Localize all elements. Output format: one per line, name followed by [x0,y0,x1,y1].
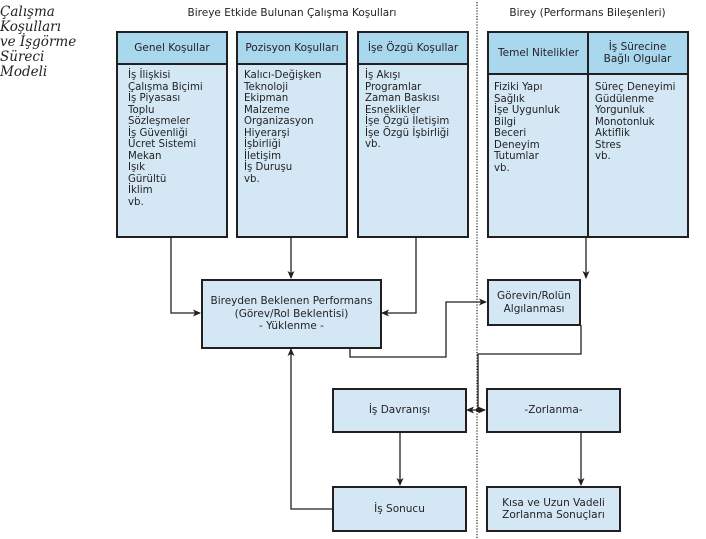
arrow-expected-to-perception [349,298,487,358]
list-item: Yorgunluk [595,105,645,116]
list-item: Monotonluk [595,116,655,128]
list-item: Beceri [494,128,527,139]
list-item: Organizasyon [244,116,314,127]
list-item: İş Güvenliği [128,127,188,139]
process-factors-header: İş Sürecine Bağlı Olgular [588,33,687,73]
list-item: Toplu [128,104,155,116]
diagram-title-line: Koşulları [0,19,61,35]
item-list: İş Akışı Programlar Zaman Baskısı Esnekl… [365,70,449,151]
diagram-title-line: Modeli [0,64,48,80]
arrow-result-feedback [287,348,332,510]
box-line: Zorlanma Sonuçları [502,509,605,521]
column-divider [587,33,589,236]
list-item: İletişim [244,150,281,162]
strain-results-box: Kısa ve Uzun Vadeli Zorlanma Sonuçları [486,486,621,532]
header-line: İş Sürecine [608,41,667,53]
list-item: Mekan [128,150,162,162]
list-item: vb. [244,173,260,185]
diagram-title: Çalışma Koşulları ve İşgörme Süreci Mode… [0,5,110,80]
box-header: Genel Koşullar [118,33,226,65]
list-item: Hiyerarşi [244,127,290,139]
list-item: İşe Özgü İletişim [365,116,450,127]
list-item: Sağlık [494,93,525,105]
box-line: İş Sonucu [374,502,425,515]
arrow-job-to-expected [381,237,417,317]
list-item: Sözleşmeler [128,116,190,127]
item-list: İş İlişkisi Çalışma Biçimi İş Piyasası T… [128,70,203,208]
list-item: Ekipman [244,93,289,104]
list-item: İş Piyasası [128,93,181,104]
box-header: İşe Özgü Koşullar [359,33,467,65]
box-line: Görevin/Rolün [497,290,571,302]
diagram-title-line: ve İşgörme [0,34,77,50]
process-factors-list: Süreç Deneyimi Güdülenme Yorgunluk Monot… [595,82,675,163]
job-specific-conditions-box: İşe Özgü Koşullar İş Akışı Programlar Za… [357,31,469,238]
list-item: İklim [128,185,153,196]
work-behavior-box: İş Davranışı [332,388,467,433]
box-header: Pozisyon Koşulları [238,33,346,65]
list-item: Teknoloji [244,81,289,93]
list-item: İşe Özgü İşbirliği [365,127,450,139]
individual-section-title: Birey (Performans Bileşenleri) [509,7,666,19]
position-conditions-box: Pozisyon Koşulları Kalıcı-Değişken Tekno… [236,31,348,238]
list-item: Zaman Baskısı [365,93,440,104]
strain-box: -Zorlanma- [486,388,621,433]
box-line: Bireyden Beklenen Performans [210,295,373,308]
role-perception-box: Görevin/Rolün Algılanması [487,279,581,326]
list-item: Esneklikler [365,104,421,116]
list-item: Fiziki Yapı [494,82,543,93]
list-item: Bilgi [494,116,516,128]
list-item: İşe Uygunluk [494,105,560,116]
list-item: Aktiflik [595,128,630,139]
box-line: Kısa ve Uzun Vadeli [502,496,605,509]
line-perception-to-behavior [477,325,582,410]
list-item: Çalışma Biçimi [128,81,203,93]
list-item: İşbirliği [244,139,281,150]
box-line: -Zorlanma- [524,404,583,417]
list-item: Süreç Deneyimi [595,82,676,93]
list-item: Tutumlar [494,151,539,162]
list-item: İş Akışı [365,70,401,81]
list-item: Gürültü [128,173,167,185]
work-result-box: İş Sonucu [332,486,467,532]
list-item: İş İlişkisi [128,70,171,81]
diagram-title-line: Süreci [0,49,45,65]
list-item: Kalıcı-Değişken [244,70,322,81]
list-item: Ücret Sistemi [128,139,197,150]
arrow-general-to-expected [170,237,201,317]
work-conditions-section-title: Bireye Etkide Bulunan Çalışma Koşulları [187,7,397,19]
individual-components-box: Temel Nitelikler İş Sürecine Bağlı Olgul… [487,31,689,238]
list-item: Deneyim [494,139,540,151]
box-line: Algılanması [503,302,565,315]
list-item: Programlar [365,81,422,93]
list-item: vb. [365,139,381,150]
diagram-title-line: Çalışma [0,4,55,20]
basic-traits-header: Temel Nitelikler [498,47,579,59]
list-item: İş Duruşu [244,162,293,173]
basic-traits-list: Fiziki Yapı Sağlık İşe Uygunluk Bilgi Be… [494,82,560,174]
list-item: Işık [128,162,146,173]
item-list: Kalıcı-Değişken Teknoloji Ekipman Malzem… [244,70,322,185]
list-item: vb. [595,151,611,162]
list-item: Stres [595,139,622,151]
list-item: vb. [128,196,144,208]
junction-dot [475,407,481,413]
box-line: (Görev/Rol Beklentisi) [234,307,349,320]
list-item: Güdülenme [595,93,655,105]
list-item: vb. [494,162,510,174]
box-line: - Yüklenme - [259,320,324,333]
expected-performance-box: Bireyden Beklenen Performans (Görev/Rol … [201,279,382,349]
general-conditions-box: Genel Koşullar İş İlişkisi Çalışma Biçim… [116,31,228,238]
box-line: İş Davranışı [368,404,431,417]
list-item: Malzeme [244,104,290,116]
header-line: Bağlı Olgular [603,53,672,65]
